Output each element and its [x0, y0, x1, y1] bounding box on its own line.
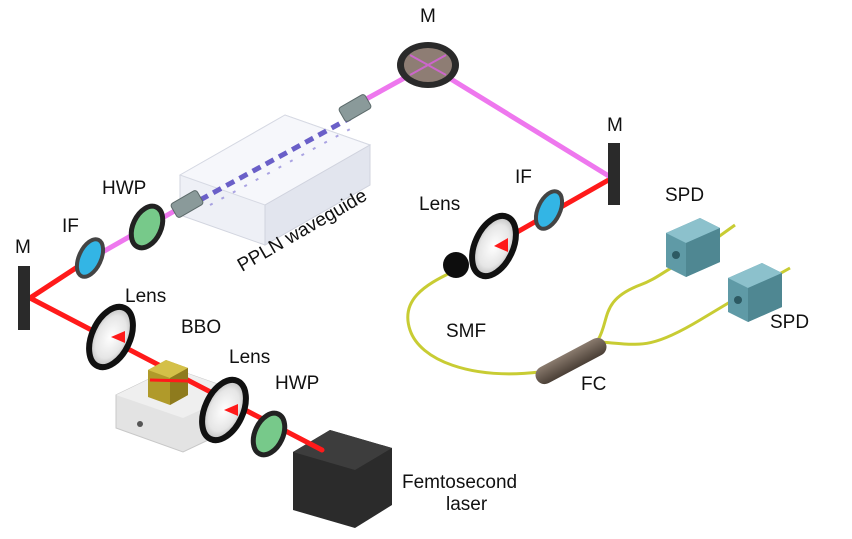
hwp-top — [128, 203, 166, 251]
label-hwp-bottom: HWP — [275, 373, 319, 394]
fiber-collimator — [443, 252, 469, 278]
label-m-left: M — [15, 237, 31, 258]
label-smf: SMF — [446, 321, 486, 342]
if-filter-left — [74, 237, 106, 279]
label-m-top: M — [420, 6, 436, 27]
lens-right — [469, 212, 519, 280]
bbo-crystal — [148, 360, 189, 405]
smf-fiber — [406, 270, 541, 376]
label-hwp-top: HWP — [102, 178, 146, 199]
mirror-right — [608, 143, 620, 205]
label-m-right: M — [607, 115, 623, 136]
label-laser-line1: Femtosecond — [402, 472, 517, 493]
label-bbo: BBO — [181, 317, 221, 338]
spd-top — [666, 218, 720, 277]
label-spd-top: SPD — [665, 185, 704, 206]
fiber-coupler — [535, 337, 607, 385]
spd-bottom — [728, 263, 782, 322]
femtosecond-laser — [293, 430, 392, 528]
lens-left-bottom — [199, 376, 249, 444]
label-lens-right: Lens — [419, 194, 460, 215]
mirror-left — [18, 266, 30, 330]
label-spd-bottom: SPD — [770, 312, 809, 333]
label-lens-left-top: Lens — [125, 286, 166, 307]
mirror-top — [397, 42, 459, 88]
lens-left-top — [86, 303, 136, 371]
label-lens-left-bottom: Lens — [229, 347, 270, 368]
if-filter-right — [533, 189, 565, 231]
label-if-right: IF — [515, 167, 532, 188]
label-laser-line2: laser — [446, 494, 488, 515]
hwp-bottom — [250, 410, 288, 458]
fiber-to-spd-bottom — [599, 266, 791, 346]
ppln-waveguide — [170, 94, 372, 246]
label-fc: FC — [581, 374, 606, 395]
label-if-left: IF — [62, 216, 79, 237]
